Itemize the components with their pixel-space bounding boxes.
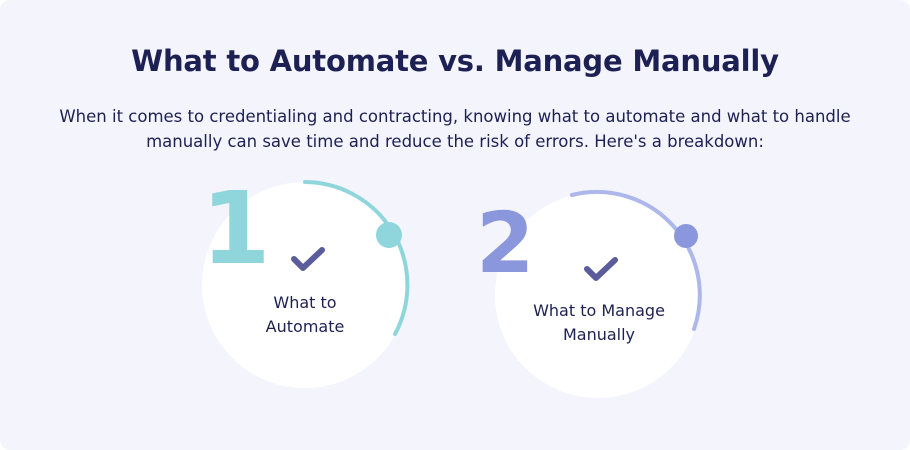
step-2-label-line-1: What to Manage	[533, 301, 665, 320]
step-1-label-line-1: What to	[273, 293, 337, 312]
step-1-label-line-2: Automate	[265, 317, 345, 336]
step-2-label: What to Manage Manually	[499, 299, 699, 347]
step-2-label-line-2: Manually	[562, 325, 636, 344]
step-automate: 1 What to Automate	[195, 179, 425, 388]
step-2-dot	[674, 224, 698, 248]
step-2-progress-arc	[570, 189, 702, 331]
check-icon	[584, 257, 618, 281]
step-1-dot	[376, 222, 402, 248]
step-2-circle	[495, 192, 701, 398]
page-title: What to Automate vs. Manage Manually	[131, 44, 779, 78]
description-text: When it comes to credentialing and contr…	[59, 107, 851, 151]
step-2-circle-graphic	[495, 189, 702, 398]
step-1-circle-graphic	[202, 180, 410, 388]
step-1-circle	[202, 182, 408, 388]
step-manage-manually: 2 What to Manage Manually	[476, 185, 720, 398]
step-1-number: 1	[201, 170, 271, 287]
check-icon	[291, 247, 325, 271]
step-1-label: What to Automate	[205, 291, 405, 339]
step-2-number: 2	[476, 194, 535, 292]
